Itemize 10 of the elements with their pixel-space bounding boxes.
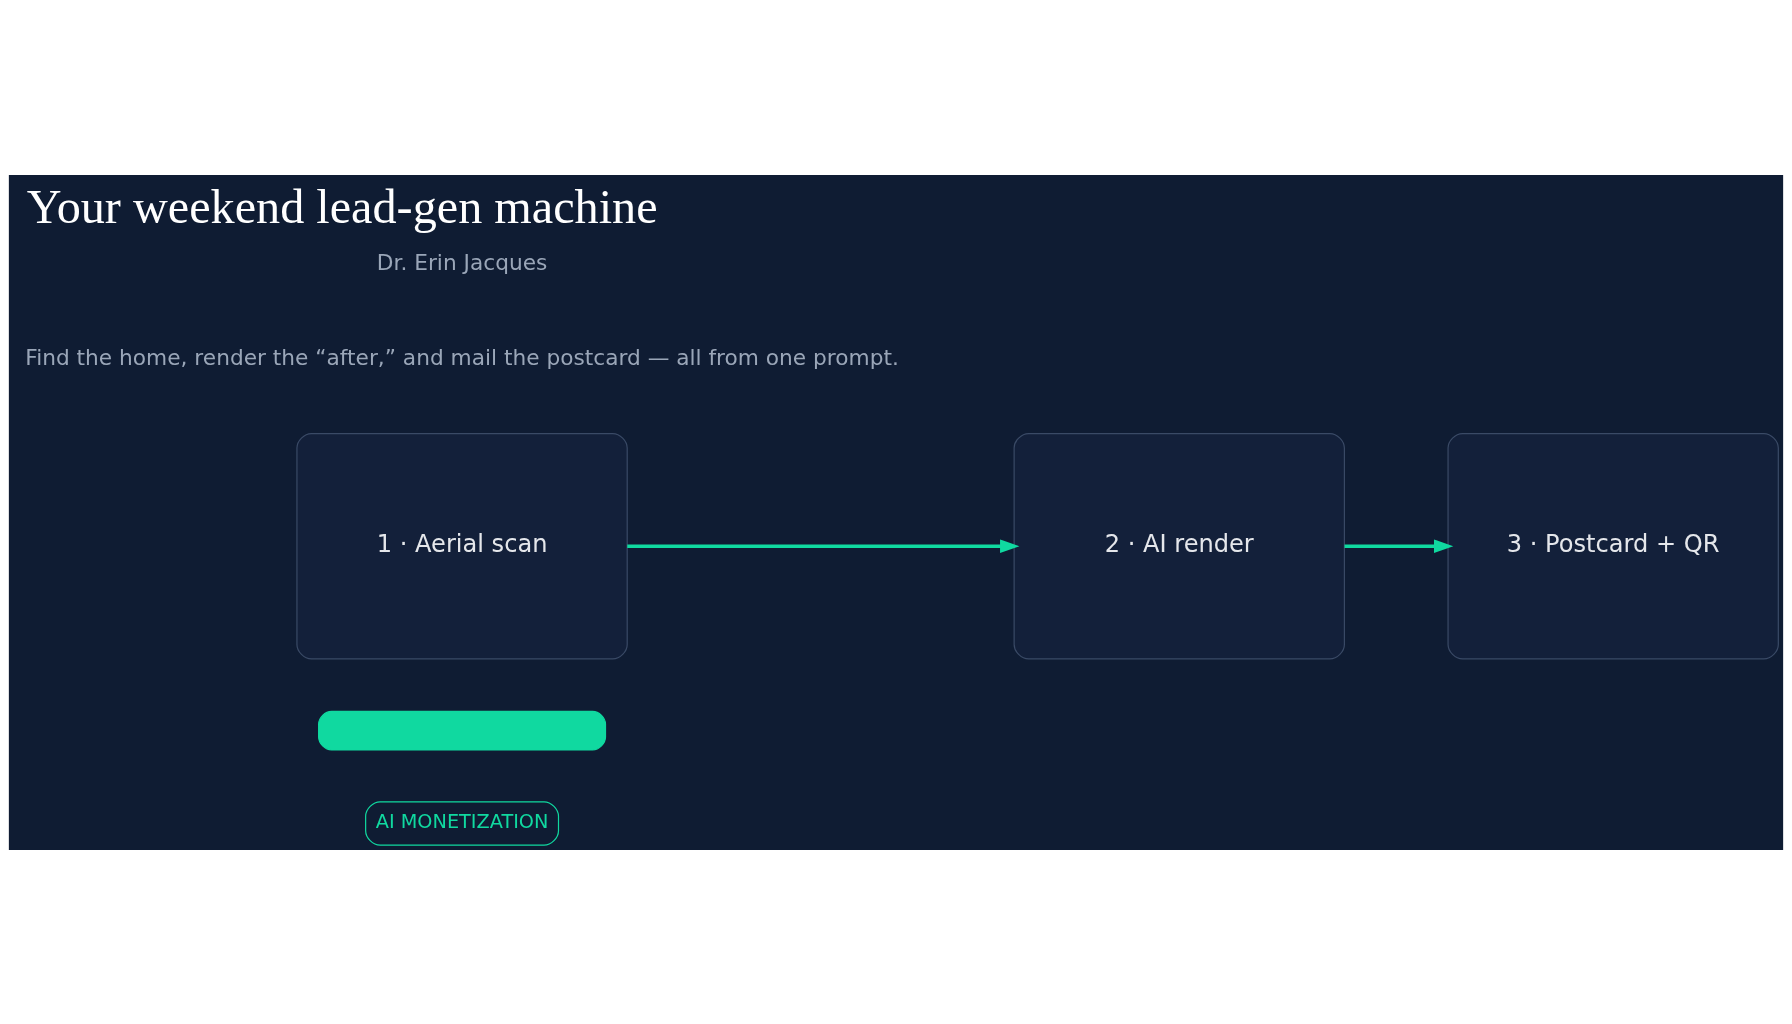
label: Dr. Erin Jacques	[376, 249, 548, 274]
arrow	[1344, 538, 1454, 553]
node-box: 2 · AI render	[1013, 432, 1345, 660]
arrow	[627, 538, 1020, 553]
label: Find the home, render the “after,” and mail the postcard — all from one prompt.	[25, 344, 899, 370]
diagram-title: Your weekend lead-gen machine	[26, 179, 658, 233]
node-box	[318, 710, 607, 751]
node-box: 1 · Aerial scan	[296, 432, 628, 660]
node-box: AI MONETIZATION	[365, 800, 560, 846]
node-box: 3 · Postcard + QR	[1447, 432, 1779, 660]
